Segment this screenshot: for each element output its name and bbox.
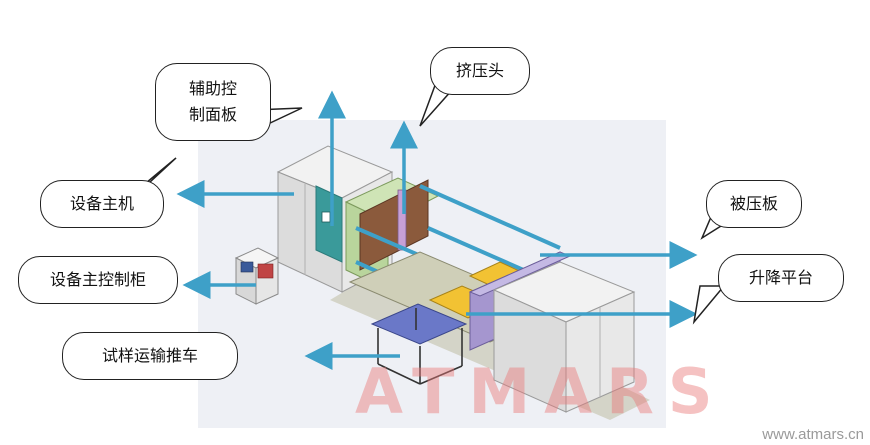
control-cabinet: [234, 247, 280, 305]
callout-main-cabinet: 设备主控制柜: [18, 256, 178, 304]
main-unit-label: 设备主机: [69, 194, 134, 213]
callout-sample-cart: 试样运输推车: [62, 332, 238, 380]
pressed-plate-label: 被压板: [729, 194, 778, 213]
tail-lift-platform: [692, 285, 726, 325]
aux-panel-screen: [321, 211, 331, 223]
callout-extrusion-head: 挤压头: [430, 47, 530, 95]
main-cabinet-label: 设备主控制柜: [49, 270, 146, 289]
extrusion-head-label: 挤压头: [455, 61, 504, 80]
lift-platform-label: 升降平台: [748, 268, 813, 287]
pointer-arrows: [176, 90, 698, 370]
site-url: www.atmars.cn: [762, 426, 864, 443]
extrusion-head-rod: [397, 189, 407, 251]
callout-pressed-plate: 被压板: [706, 180, 802, 228]
aux-panel-line2: 制面板: [188, 105, 237, 124]
right-cabinet: [492, 261, 636, 413]
callout-main-unit: 设备主机: [40, 180, 164, 228]
sample-cart: [370, 303, 468, 385]
aux-panel-line1: 辅助控: [188, 79, 237, 98]
sample-cart-label: 试样运输推车: [101, 346, 198, 365]
brand-watermark: ATMARS: [355, 355, 727, 428]
callout-lift-platform: 升降平台: [718, 254, 844, 302]
callout-aux-panel: 辅助控 制面板: [155, 63, 271, 141]
